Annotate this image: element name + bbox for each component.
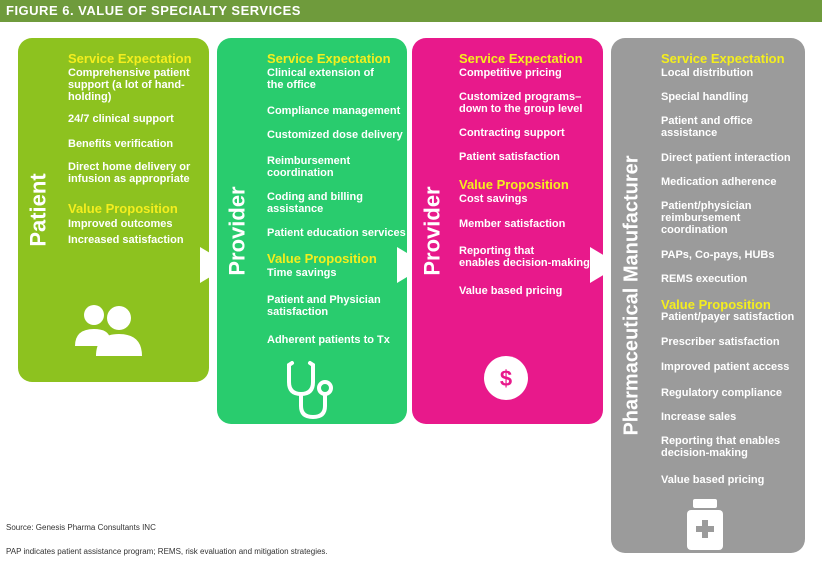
panel-item: Reimbursement coordination — [267, 155, 351, 179]
people-icon — [72, 300, 142, 356]
panel-item: Patient education services — [267, 227, 406, 239]
panel-item: Compliance management — [267, 105, 401, 117]
panel-item: Competitive pricing — [459, 67, 562, 79]
panel-item: Time savings — [267, 267, 337, 279]
panel-2: Provider — [217, 38, 407, 424]
source-note: Source: Genesis Pharma Consultants INC — [6, 523, 156, 532]
panel-item: Coding and billing assistance — [267, 191, 363, 215]
panel-item: Special handling — [661, 91, 749, 103]
service-expectation-heading: Service Expectation — [661, 51, 785, 66]
panel-item: Increase sales — [661, 411, 737, 423]
panel-item: Local distribution — [661, 67, 754, 79]
panel-item: 24/7 clinical support — [68, 113, 174, 125]
panel-item: Improved patient access — [661, 361, 790, 373]
panel-item: Contracting support — [459, 127, 565, 139]
panel-item: Comprehensive patient support (a lot of … — [68, 67, 190, 103]
panel-item: Value based pricing — [459, 285, 563, 297]
service-expectation-heading: Service Expectation — [267, 51, 391, 66]
panel-item: Medication adherence — [661, 176, 777, 188]
panel-item: Improved outcomes — [68, 218, 173, 230]
value-proposition-heading: Value Proposition — [68, 201, 178, 216]
stethoscope-icon — [284, 360, 339, 420]
panel-item: Member satisfaction — [459, 218, 566, 230]
abbreviation-note: PAP indicates patient assistance program… — [6, 547, 328, 556]
value-proposition-heading: Value Proposition — [661, 297, 771, 312]
panel-label: Patient — [26, 173, 52, 247]
panel-item: Regulatory compliance — [661, 387, 783, 399]
panel-item: Reporting that enables decision-making — [459, 245, 590, 269]
svg-text:$: $ — [500, 366, 512, 391]
dollar-icon: $ — [483, 355, 529, 401]
panel-label: Provider — [420, 186, 446, 276]
panel-item: Adherent patients to Tx — [267, 334, 390, 346]
panel-item: Patient and Physician satisfaction — [267, 294, 381, 318]
value-proposition-heading: Value Proposition — [459, 177, 569, 192]
panel-item: Customized programs– down to the group l… — [459, 91, 583, 115]
panel-item: Direct patient interaction — [661, 152, 791, 164]
panel-item: Patient/physician reimbursement coordina… — [661, 200, 752, 236]
panel-item: Prescriber satisfaction — [661, 336, 780, 348]
pill-bottle-icon — [685, 497, 725, 551]
panel-item: Clinical extension of the office — [267, 67, 374, 91]
panel-item: Customized dose delivery — [267, 129, 403, 141]
panel-label: Provider — [225, 186, 251, 276]
panel-item: Reporting that enables decision-making — [661, 435, 781, 459]
panel-item: Value based pricing — [661, 474, 765, 486]
panel-item: Direct home delivery or infusion as appr… — [68, 161, 191, 185]
panel-item: Increased satisfaction — [68, 234, 184, 246]
service-expectation-heading: Service Expectation — [459, 51, 583, 66]
figure-title: FIGURE 6. VALUE OF SPECIALTY SERVICES — [6, 3, 301, 18]
panel-item: Patient/payer satisfaction — [661, 311, 795, 323]
panel-item: PAPs, Co-pays, HUBs — [661, 249, 775, 261]
panel-item: Cost savings — [459, 193, 528, 205]
panel-label: Pharmaceutical Manufacturer — [620, 155, 643, 436]
panel-item: Patient satisfaction — [459, 151, 560, 163]
panel-item: REMS execution — [661, 273, 748, 285]
service-expectation-heading: Service Expectation — [68, 51, 192, 66]
value-proposition-heading: Value Proposition — [267, 251, 377, 266]
panel-item: Benefits verification — [68, 138, 174, 150]
panel-4: Pharmaceutical Manufacturer — [611, 38, 805, 553]
panel-item: Patient and office assistance — [661, 115, 753, 139]
figure-header: FIGURE 6. VALUE OF SPECIALTY SERVICES — [0, 0, 822, 22]
